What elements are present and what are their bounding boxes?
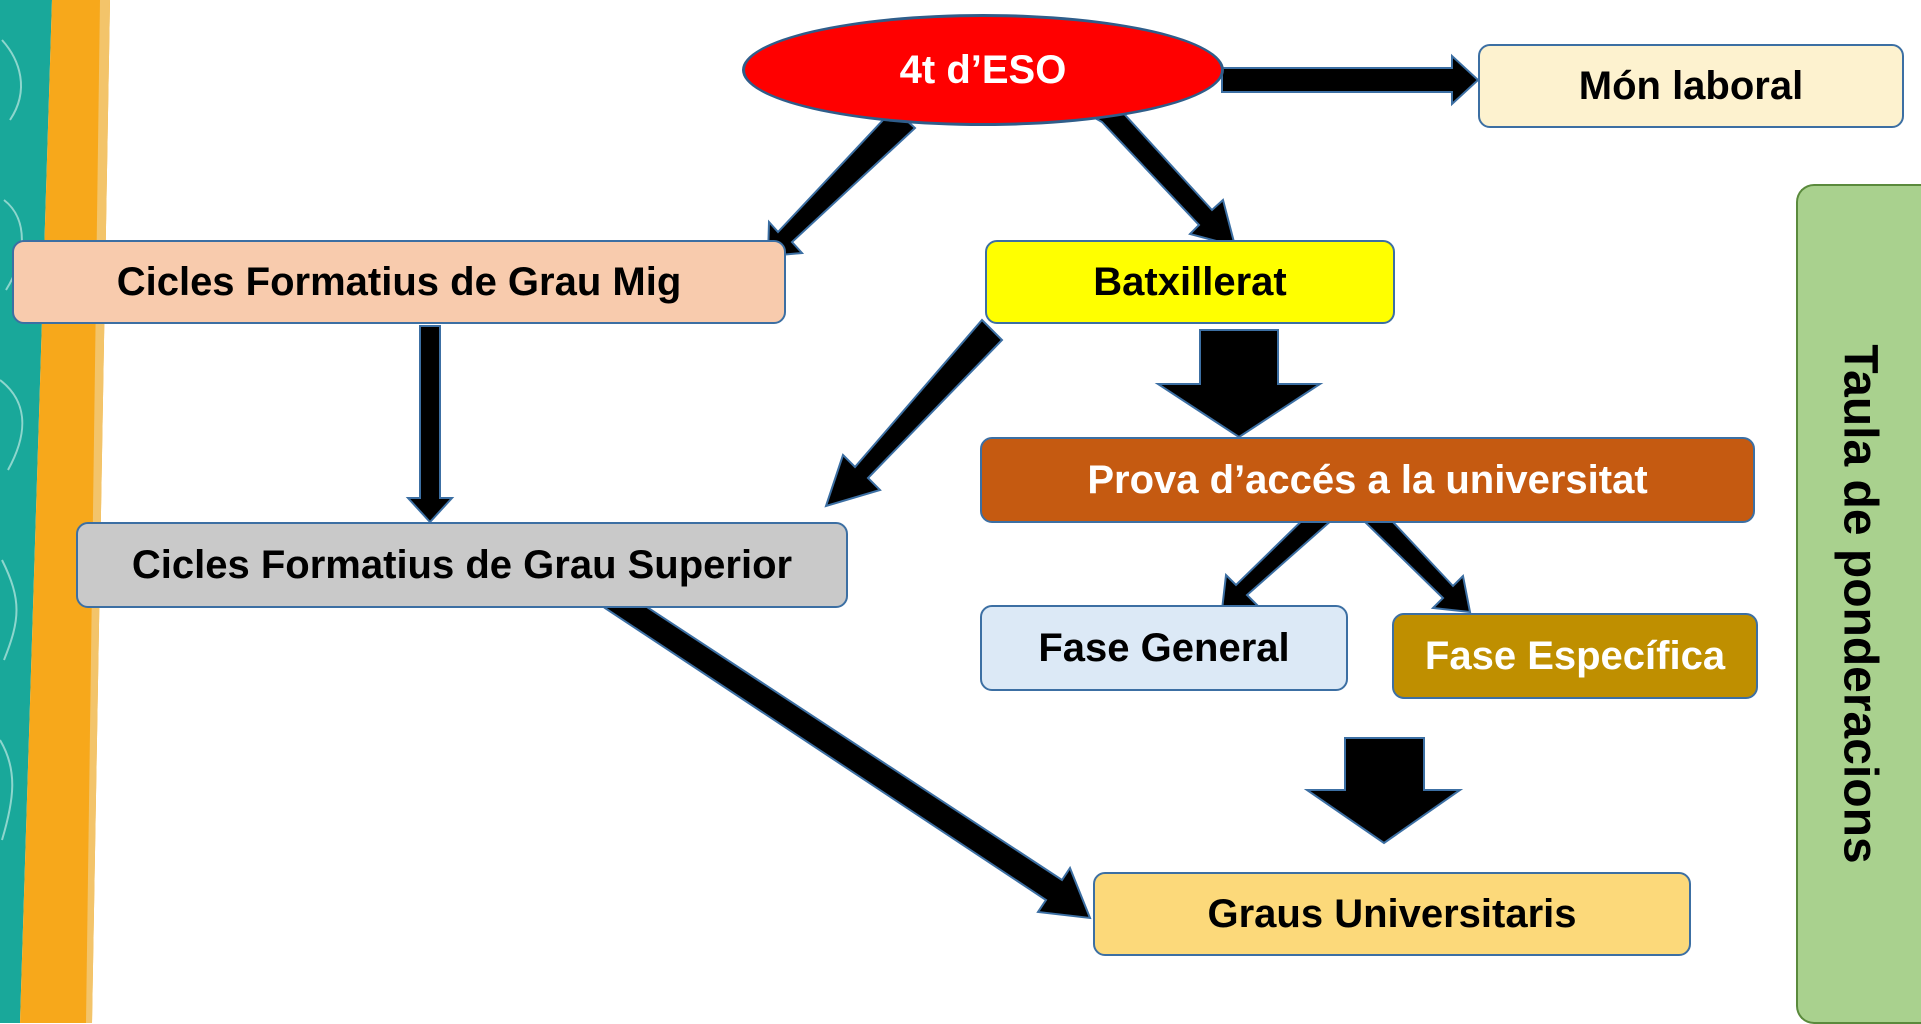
arrow-fases-to-graus bbox=[1303, 737, 1464, 845]
node-graus-universitaris: Graus Universitaris bbox=[1093, 872, 1691, 956]
side-panel-label: Taula de ponderacions bbox=[1833, 344, 1886, 864]
node-prova-acces: Prova d’accés a la universitat bbox=[980, 437, 1755, 523]
node-fase-general: Fase General bbox=[980, 605, 1348, 691]
side-panel-taula-ponderacions[interactable]: Taula de ponderacions bbox=[1796, 184, 1921, 1024]
node-mon-laboral: Món laboral bbox=[1478, 44, 1904, 128]
arrow-eso-to-cicles-grau-mig bbox=[766, 108, 917, 258]
node-batxillerat: Batxillerat bbox=[985, 240, 1395, 324]
arrow-batxillerat-to-cicles-grau-superior bbox=[824, 318, 1004, 508]
node-4t-eso: 4t d’ESO bbox=[742, 14, 1224, 126]
node-cicles-grau-superior: Cicles Formatius de Grau Superior bbox=[76, 522, 848, 608]
arrow-cicles-grau-mig-to-superior bbox=[405, 325, 455, 524]
arrow-eso-to-mon-laboral bbox=[1221, 53, 1480, 107]
node-cicles-grau-mig: Cicles Formatius de Grau Mig bbox=[12, 240, 786, 324]
arrow-batxillerat-to-prova-acces bbox=[1154, 329, 1324, 439]
arrow-cicles-grau-superior-to-graus bbox=[603, 588, 1092, 920]
arrow-eso-to-batxillerat bbox=[1093, 102, 1237, 248]
node-fase-especifica: Fase Específica bbox=[1392, 613, 1758, 699]
